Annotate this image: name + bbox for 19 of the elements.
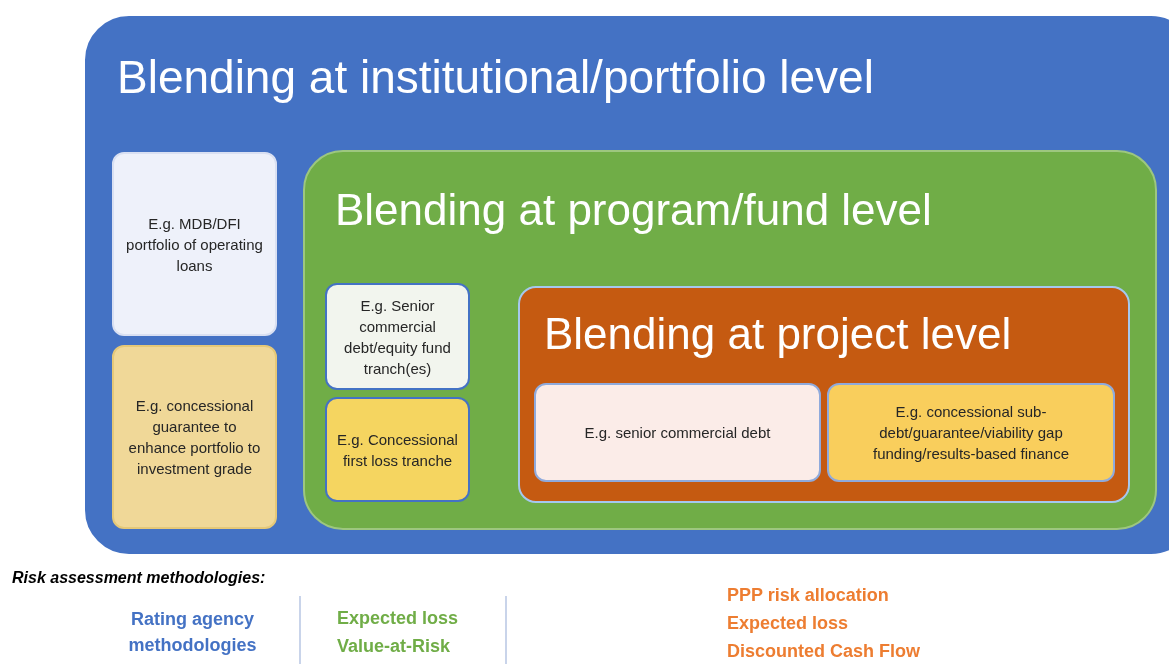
section-heading: Risk assessment methodologies: (12, 568, 267, 588)
example-box: E.g. Concessional first loss tranche (325, 397, 470, 502)
example-box: E.g. concessional sub-debt/guarantee/viability gap funding/results-based finance (827, 383, 1115, 482)
example-box: E.g. Senior commercial debt/equity fund tranch(es) (325, 283, 470, 390)
level-panel (303, 150, 1157, 530)
example-box: E.g. senior commercial debt (534, 383, 821, 482)
method-text: PPP risk allocation (727, 585, 890, 607)
level-panel (85, 16, 1169, 554)
method-text: Rating agency methodologies (127, 608, 258, 658)
example-box: E.g. MDB/DFI portfolio of operating loans (112, 152, 277, 336)
panel-heading: Blending at institutional/portfolio level (117, 52, 874, 103)
level-panel (518, 286, 1130, 503)
method-text: Expected loss (337, 608, 460, 630)
method-text: Value-at-Risk (337, 636, 452, 658)
method-text: Discounted Cash Flow (727, 641, 922, 663)
panel-heading: Blending at project level (544, 310, 1012, 359)
panel-heading: Blending at program/fund level (335, 186, 932, 235)
method-text: Expected loss (727, 613, 850, 635)
example-box: E.g. concessional guarantee to enhance portfolio to investment grade (112, 345, 277, 529)
